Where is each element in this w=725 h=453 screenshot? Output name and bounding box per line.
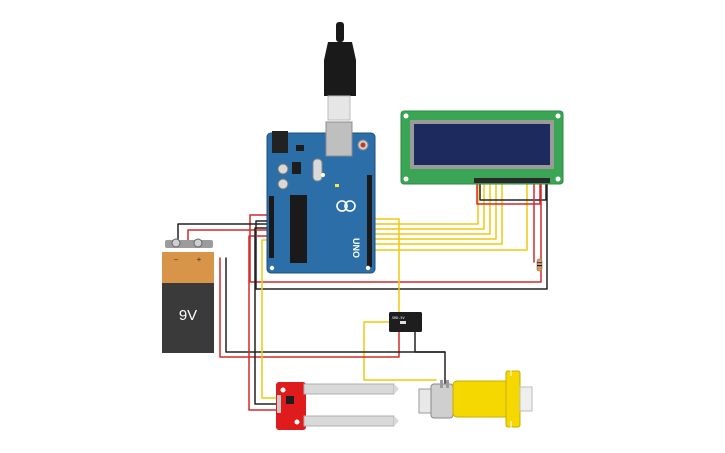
onboard-led <box>335 184 339 187</box>
motor-can <box>430 383 454 419</box>
arduino-logo <box>336 200 356 212</box>
sensor-chip <box>286 396 294 404</box>
motor-gearbox-end <box>505 370 521 428</box>
battery-minus-label: – <box>174 255 179 264</box>
reset-button-cap <box>360 142 366 148</box>
motor-terminal-1 <box>440 380 443 388</box>
battery-label-band <box>162 252 214 283</box>
sensor-board <box>276 382 306 430</box>
battery-9v[interactable]: – + 9V <box>162 238 214 353</box>
uno-label: UNO <box>351 238 361 258</box>
resistor[interactable] <box>536 258 543 272</box>
wire-lcd-d3[interactable] <box>371 182 491 235</box>
sensor-probe-bottom <box>303 415 395 427</box>
mount-hole-1 <box>269 265 275 271</box>
relay-label: SRD-5V <box>392 316 406 320</box>
usb-plug-metal <box>327 95 351 121</box>
wire-lcd-d1[interactable] <box>371 182 479 225</box>
wire-relay-signal[interactable] <box>371 218 400 313</box>
motor-shaft <box>519 386 533 412</box>
crystal <box>312 158 323 182</box>
battery-body <box>162 283 214 353</box>
lcd-mount-hole-4 <box>555 176 561 182</box>
wire-battery-black[interactable] <box>177 223 269 247</box>
mount-hole-3 <box>321 173 325 177</box>
digital-header <box>367 175 372 267</box>
relay-mark <box>400 321 406 324</box>
usb-plug-body <box>324 42 356 96</box>
battery-terminal-minus <box>171 238 181 248</box>
capacitor-1 <box>277 163 289 175</box>
sensor-probe-tip-bottom <box>394 416 399 426</box>
motor-cap <box>418 388 432 414</box>
lcd-mount-hole-2 <box>555 113 561 119</box>
motor-gearbox <box>452 380 514 418</box>
wires <box>177 182 548 411</box>
sensor-hole-1 <box>280 387 286 393</box>
mount-hole-2 <box>365 265 371 271</box>
wire-relay-red[interactable] <box>219 257 400 358</box>
regulator <box>292 162 301 174</box>
smd-chip <box>296 145 304 151</box>
usb-cable[interactable] <box>324 22 356 121</box>
sensor-probe-top <box>303 383 395 395</box>
lcd-pin-header <box>474 178 550 183</box>
wire-lcd-red-right[interactable] <box>249 182 542 283</box>
lcd-mount-hole-3 <box>403 176 409 182</box>
lcd-screen <box>414 124 550 165</box>
atmega-chip <box>290 195 307 263</box>
wire-lcd-d2[interactable] <box>371 182 485 230</box>
usb-cable-cord <box>336 22 344 42</box>
wire-lcd-d6[interactable] <box>371 182 528 251</box>
arduino-uno-board[interactable]: UNO <box>266 121 376 274</box>
lcd-16x2-display[interactable] <box>400 110 564 185</box>
wire-lcd-gnd[interactable] <box>479 182 547 201</box>
sensor-pins <box>277 395 281 413</box>
battery-voltage-label: 9V <box>179 307 197 324</box>
battery-plus-label: + <box>197 255 202 264</box>
wire-lcd-d4[interactable] <box>371 182 497 240</box>
soil-moisture-sensor[interactable] <box>276 382 399 430</box>
wire-lcd-vcc[interactable] <box>476 182 541 205</box>
wire-lcd-d5[interactable] <box>371 182 503 245</box>
power-jack <box>272 131 288 153</box>
wire-battery-black-motor[interactable] <box>225 257 446 353</box>
power-analog-header <box>269 196 274 258</box>
dc-gear-motor[interactable] <box>418 366 533 431</box>
lcd-mount-hole-1 <box>403 113 409 119</box>
wire-relay-motor-yellow[interactable] <box>363 321 437 381</box>
motor-terminal-2 <box>446 380 449 388</box>
capacitor-2 <box>277 178 289 190</box>
usb-socket <box>325 121 353 157</box>
wire-sensor-red[interactable] <box>248 235 279 411</box>
sensor-probe-tip-top <box>394 384 399 394</box>
wire-lcd-black-right[interactable] <box>255 182 548 290</box>
sensor-hole-2 <box>294 419 300 425</box>
wire-sensor-black[interactable] <box>254 227 279 405</box>
battery-terminal-plus <box>193 238 203 248</box>
relay-module[interactable]: SRD-5V <box>389 312 422 332</box>
